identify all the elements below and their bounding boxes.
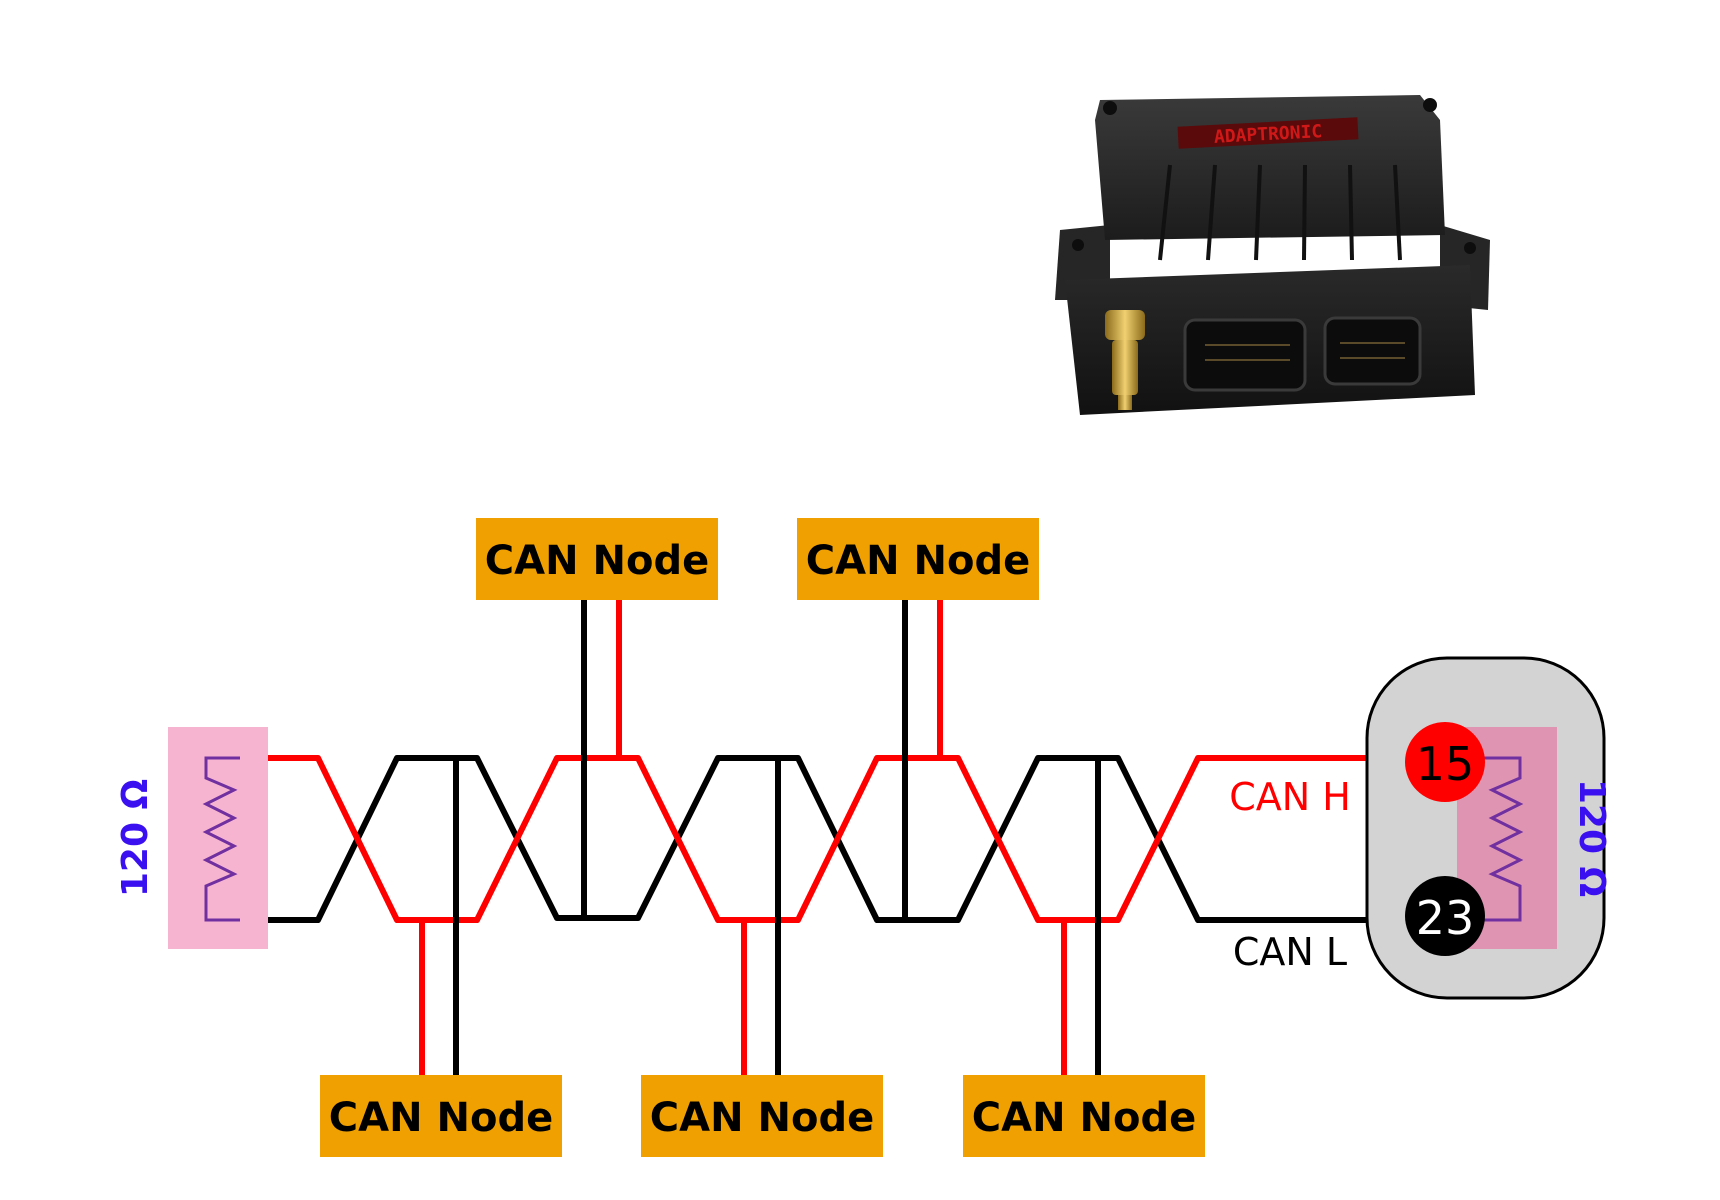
pin-23-marker	[1405, 876, 1485, 956]
can-node-label: CAN Node	[650, 1095, 874, 1141]
can-node-top-1: CAN Node	[476, 518, 718, 600]
pin-15-label: 15	[1416, 737, 1475, 791]
can-node-bottom-3: CAN Node	[963, 1075, 1205, 1157]
can-node-label: CAN Node	[485, 538, 709, 584]
ecu-device-image: ADAPTRONIC	[1055, 95, 1490, 415]
can-node-label: CAN Node	[806, 538, 1030, 584]
resistor-icon	[1445, 756, 1524, 922]
terminator-left-resistance: 120 Ω	[115, 779, 156, 897]
can-node-bottom-1: CAN Node	[320, 1075, 562, 1157]
terminator-left: 120 Ω	[115, 727, 268, 949]
can-node-bottom-2: CAN Node	[641, 1075, 883, 1157]
can-node-label: CAN Node	[329, 1095, 553, 1141]
can-l-label: CAN L	[1233, 930, 1347, 974]
node-drop-wires	[419, 600, 1101, 1075]
terminator-right-resistance: 120 Ω	[1571, 779, 1612, 897]
can-node-label: CAN Node	[972, 1095, 1196, 1141]
resistor-icon	[202, 756, 240, 922]
can-h-label: CAN H	[1229, 775, 1351, 819]
can-node-top-2: CAN Node	[797, 518, 1039, 600]
can-l-wire	[240, 755, 1380, 923]
pin-23-label: 23	[1416, 891, 1475, 945]
can-h-wire	[240, 755, 1380, 923]
pin-15-marker	[1405, 722, 1485, 802]
can-bus-twisted-pair	[240, 755, 1380, 923]
ecu-connector-terminator: 15 23 120 Ω	[1365, 656, 1612, 1000]
